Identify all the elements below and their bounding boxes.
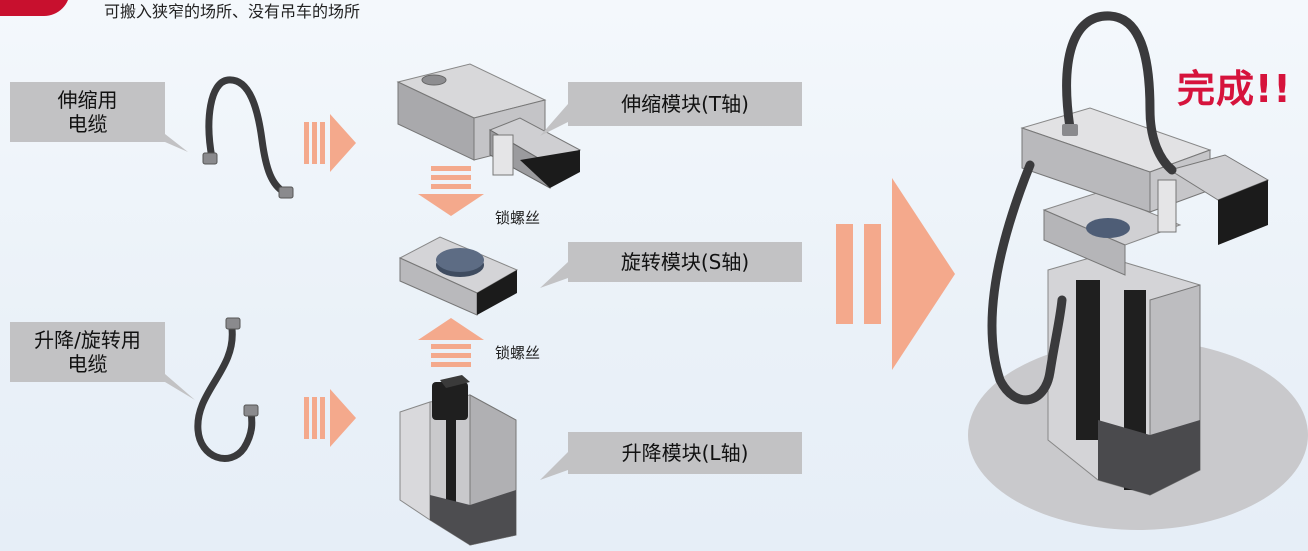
brand-badge [0,0,70,16]
callout-extend-cable: 伸缩用 电缆 [10,82,190,172]
extend-module-label: 伸缩模块(T轴) [621,92,749,116]
lift-module-image [399,375,517,546]
rotate-module-image [398,236,519,316]
lift-module-label: 升降模块(L轴) [621,441,749,465]
screw-label-bottom: 锁螺丝 [495,344,541,362]
header-subtitle: 可搬入狭窄的场所、没有吊车的场所 [104,2,361,21]
extend-module-image [396,63,582,189]
forward-arrow-icon [304,389,356,447]
completed-label: 完成!! [1177,67,1292,111]
screw-label-top: 锁螺丝 [495,209,541,227]
callout-lift-cable: 升降/旋转用 电缆 [10,322,200,412]
callout-lift-cable-line1: 升降/旋转用 [34,328,141,352]
callout-lift-module: 升降模块(L轴) [540,432,805,492]
rotate-module-label: 旋转模块(S轴) [620,250,750,274]
callout-extend-cable-line2: 电缆 [67,112,108,136]
big-forward-arrow-icon [836,178,955,370]
callout-extend-module: 伸缩模块(T轴) [540,82,805,142]
extend-cable-image [202,76,294,199]
down-arrow-icon [418,166,484,216]
callout-extend-cable-line1: 伸缩用 [57,88,118,112]
callout-lift-cable-line2: 电缆 [67,352,108,376]
forward-arrow-icon [304,114,356,172]
completed-robot-image [987,11,1270,496]
callout-rotate-module: 旋转模块(S轴) [540,242,805,302]
lift-cable-image [194,317,259,462]
up-arrow-icon [418,318,484,367]
